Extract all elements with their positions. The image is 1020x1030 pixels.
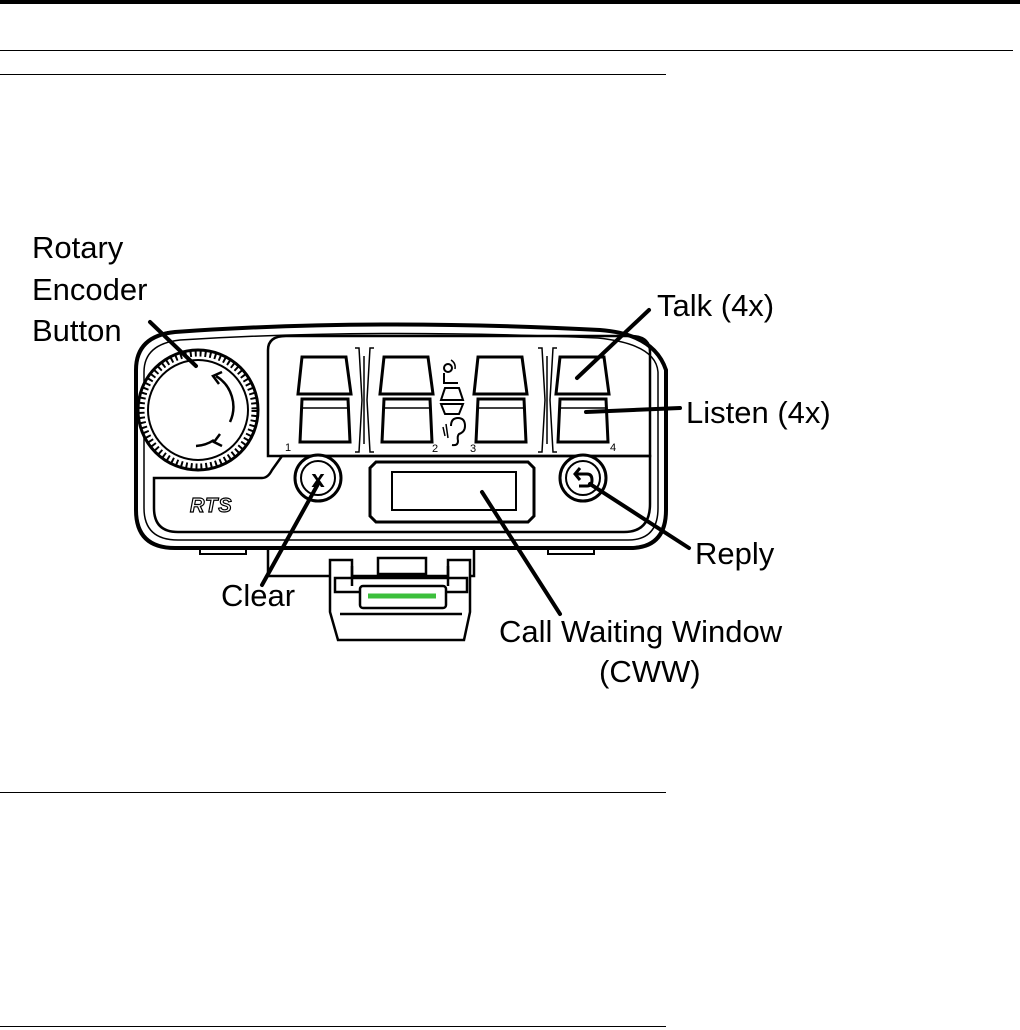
listen-key-2[interactable]: [382, 399, 432, 442]
key-pair-1: [298, 357, 351, 442]
reply-button[interactable]: [560, 455, 606, 501]
rotary-label-line-3: Button: [32, 313, 122, 348]
listen-key-1[interactable]: [300, 399, 350, 442]
rts-logo: RTS: [190, 495, 233, 517]
key-pair-4: [556, 357, 609, 442]
rotary-encoder-knob[interactable]: [138, 350, 258, 470]
key-number-2: 2: [432, 443, 438, 455]
key-number-4: 4: [610, 442, 616, 454]
talk-key-1[interactable]: [298, 357, 351, 394]
cww-label-line-2: (CWW): [599, 654, 701, 689]
clear-label: Clear: [221, 578, 295, 613]
reply-label: Reply: [695, 536, 775, 571]
key-number-1: 1: [285, 442, 291, 454]
talk-key-2[interactable]: [380, 357, 433, 394]
talk-key-3[interactable]: [474, 357, 527, 394]
listen-key-3[interactable]: [476, 399, 526, 442]
key-pair-3: [474, 357, 527, 442]
belt-clip: [268, 548, 474, 640]
listen-key-4[interactable]: [558, 399, 608, 442]
talk-label: Talk (4x): [657, 288, 774, 323]
clear-button[interactable]: x: [295, 455, 341, 501]
cww-label-line-1: Call Waiting Window: [499, 614, 783, 649]
rotary-label-line-2: Encoder: [32, 272, 147, 307]
listen-label: Listen (4x): [686, 395, 831, 430]
rotary-label-line-1: Rotary: [32, 230, 124, 265]
call-waiting-window: [370, 462, 534, 522]
key-number-3: 3: [470, 443, 476, 455]
key-pair-2: [380, 357, 433, 442]
